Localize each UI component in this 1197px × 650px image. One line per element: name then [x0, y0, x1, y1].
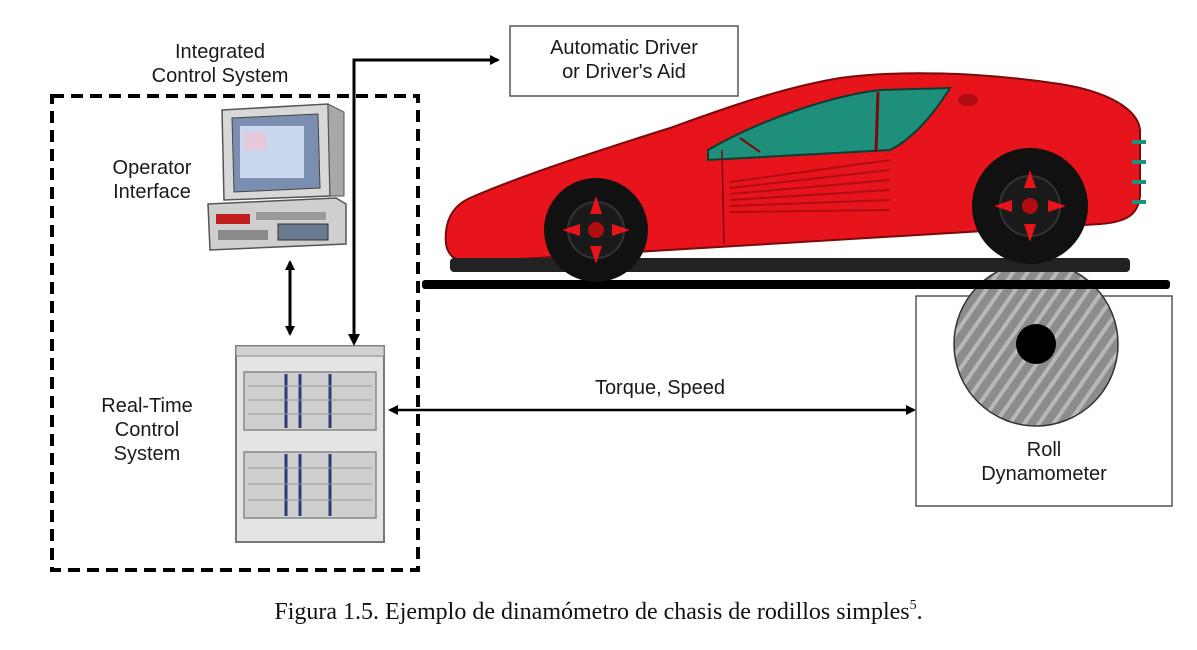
- caption-reference: 5: [909, 598, 917, 613]
- caption-text: Figura 1.5. Ejemplo de dinamómetro de ch…: [274, 599, 910, 625]
- rear-wheel: [972, 148, 1088, 264]
- driver-aid-arrow: [352, 55, 500, 336]
- front-wheel: [544, 178, 648, 282]
- operator-interface-label: Operator Interface: [92, 156, 212, 204]
- car-icon: [444, 72, 1146, 282]
- integrated-control-system-label: Integrated Control System: [120, 40, 320, 88]
- automatic-driver-label: Automatic Driver or Driver's Aid: [510, 36, 738, 84]
- label-line: or Driver's Aid: [562, 61, 686, 83]
- label-line: Automatic Driver: [550, 37, 698, 59]
- label-line: Dynamometer: [981, 463, 1107, 485]
- real-time-control-system-label: Real-Time Control System: [82, 394, 212, 466]
- label-line: System: [113, 443, 181, 465]
- figure-caption: Figura 1.5. Ejemplo de dinamómetro de ch…: [0, 598, 1197, 626]
- rack-icon: [235, 345, 385, 543]
- torque-speed-label: Torque, Speed: [594, 377, 726, 399]
- caption-suffix: .: [916, 599, 923, 625]
- roll-dynamometer-label: Roll Dynamometer: [936, 438, 1152, 486]
- dyno-platform: [422, 280, 1170, 289]
- label-line: Integrated: [174, 41, 266, 63]
- label-line: Control System: [151, 65, 289, 87]
- label-line: Interface: [113, 181, 191, 203]
- label-line: Real-Time: [101, 395, 193, 417]
- label-line: Operator: [112, 157, 192, 179]
- computer-icon: [207, 103, 347, 251]
- roller-icon: [953, 261, 1119, 427]
- integrated-control-system-boundary: [50, 94, 420, 572]
- automatic-driver-box: [509, 25, 739, 97]
- label-line: Control: [114, 419, 180, 441]
- label-line: Roll: [1026, 439, 1062, 461]
